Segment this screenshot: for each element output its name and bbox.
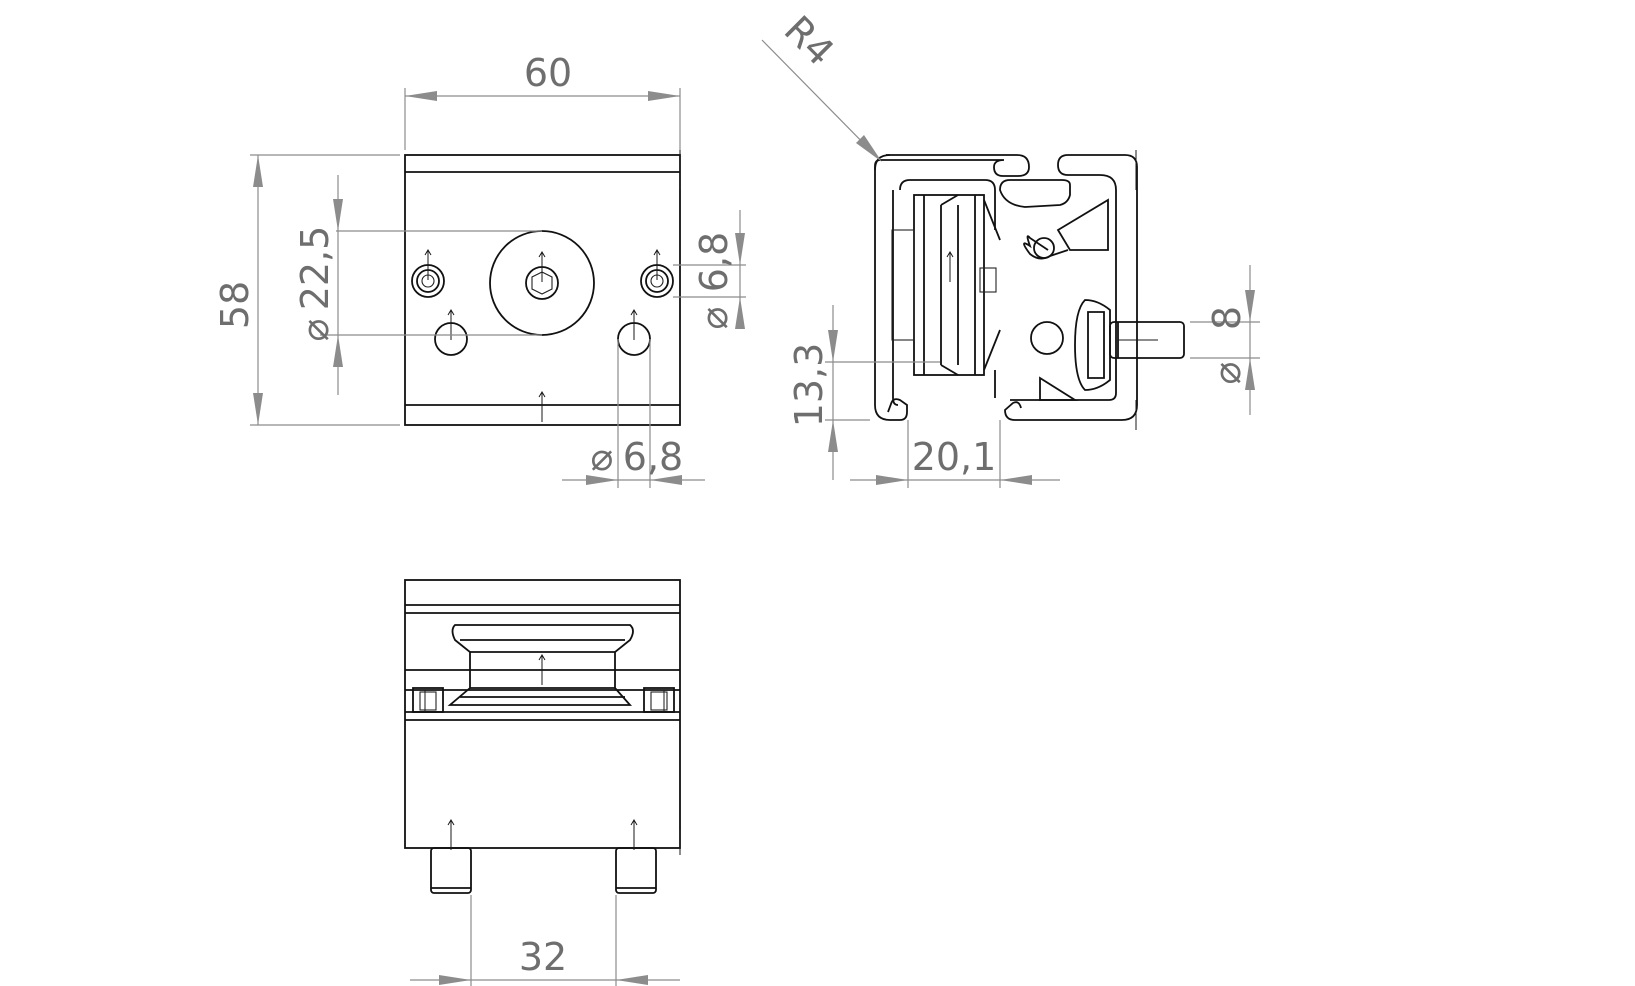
dim-wheel-13-3: 13,3 (787, 343, 831, 428)
side-view: R4 ⌀ 8 13,3 20,1 (761, 7, 1260, 488)
dim-height-58: 58 (213, 281, 257, 329)
front-view: 32 (404, 579, 681, 986)
top-view: 60 58 ⌀ 22,5 ⌀ 6,8 ⌀ 6,8 (213, 51, 746, 488)
dim-diameter-symbol-22: ⌀ (293, 319, 337, 342)
dim-offset-20-1: 20,1 (912, 435, 997, 479)
dim-hole-6-8-bottom: 6,8 (623, 435, 683, 479)
dim-diameter-symbol-68-bottom: ⌀ (591, 435, 614, 479)
dim-diameter-symbol-68-right: ⌀ (692, 307, 736, 330)
dim-pin-spacing-32: 32 (519, 935, 567, 979)
dim-width-60: 60 (524, 51, 572, 95)
dim-axle-8: 8 (1205, 306, 1249, 330)
dim-diameter-symbol-8: ⌀ (1205, 362, 1249, 385)
dim-bore-22-5: 22,5 (293, 226, 337, 311)
dim-hole-6-8-right: 6,8 (692, 232, 736, 292)
